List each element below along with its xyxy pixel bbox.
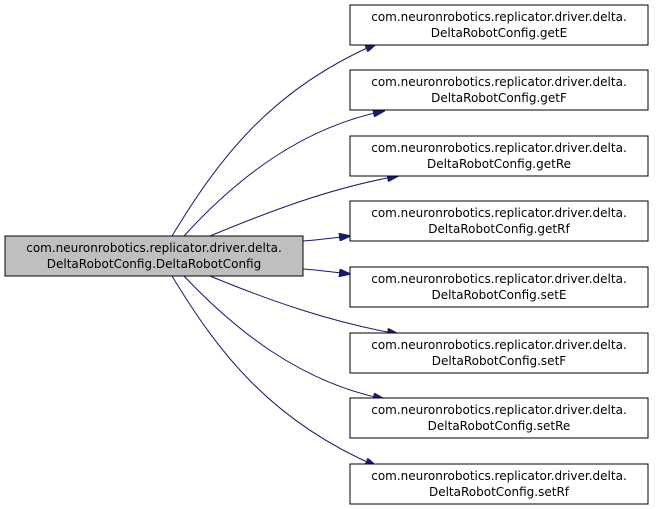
target-node-setRf[interactable]: com.neuronrobotics.replicator.driver.del… <box>349 463 649 505</box>
target-node-label-line2: DeltaRobotConfig.getE <box>431 26 567 40</box>
source-node-label-line1: com.neuronrobotics.replicator.driver.del… <box>26 241 282 255</box>
target-node-label-line1: com.neuronrobotics.replicator.driver.del… <box>371 141 627 155</box>
target-node-getRf[interactable]: com.neuronrobotics.replicator.driver.del… <box>349 200 649 242</box>
target-node-getF[interactable]: com.neuronrobotics.replicator.driver.del… <box>349 69 649 111</box>
edge-to-setRf <box>171 275 376 466</box>
edge-to-getRf <box>302 236 350 242</box>
target-node-label-line1: com.neuronrobotics.replicator.driver.del… <box>371 272 627 286</box>
target-node-label-line1: com.neuronrobotics.replicator.driver.del… <box>371 206 627 220</box>
source-node-label-line2: DeltaRobotConfig.DeltaRobotConfig <box>47 257 261 271</box>
edge-to-getF <box>183 111 384 237</box>
target-node-setF[interactable]: com.neuronrobotics.replicator.driver.del… <box>349 332 649 374</box>
target-node-label-line2: DeltaRobotConfig.setRf <box>429 485 570 499</box>
target-node-getRe[interactable]: com.neuronrobotics.replicator.driver.del… <box>349 135 649 177</box>
target-node-label-line2: DeltaRobotConfig.getF <box>431 91 567 105</box>
call-edges <box>171 44 398 466</box>
target-node-label-line1: com.neuronrobotics.replicator.driver.del… <box>371 338 627 352</box>
edge-to-setF <box>209 275 398 334</box>
target-node-label-line1: com.neuronrobotics.replicator.driver.del… <box>371 10 627 24</box>
target-node-label-line2: DeltaRobotConfig.setRe <box>428 419 571 433</box>
target-node-label-line1: com.neuronrobotics.replicator.driver.del… <box>371 75 627 89</box>
target-node-setRe[interactable]: com.neuronrobotics.replicator.driver.del… <box>349 397 649 439</box>
edge-to-getRe <box>209 176 398 237</box>
target-node-setE[interactable]: com.neuronrobotics.replicator.driver.del… <box>349 266 649 308</box>
target-node-getE[interactable]: com.neuronrobotics.replicator.driver.del… <box>349 4 649 46</box>
edge-to-setRe <box>183 275 384 399</box>
edge-to-setE <box>302 268 350 274</box>
source-node[interactable]: com.neuronrobotics.replicator.driver.del… <box>4 235 304 277</box>
target-node-label-line2: DeltaRobotConfig.setF <box>432 354 566 368</box>
edge-to-getE <box>171 44 376 237</box>
target-node-label-line2: DeltaRobotConfig.setE <box>431 288 566 302</box>
target-node-label-line1: com.neuronrobotics.replicator.driver.del… <box>371 403 627 417</box>
target-node-label-line2: DeltaRobotConfig.getRe <box>427 157 571 171</box>
target-node-label-line2: DeltaRobotConfig.getRf <box>428 222 570 236</box>
target-node-label-line1: com.neuronrobotics.replicator.driver.del… <box>371 469 627 483</box>
